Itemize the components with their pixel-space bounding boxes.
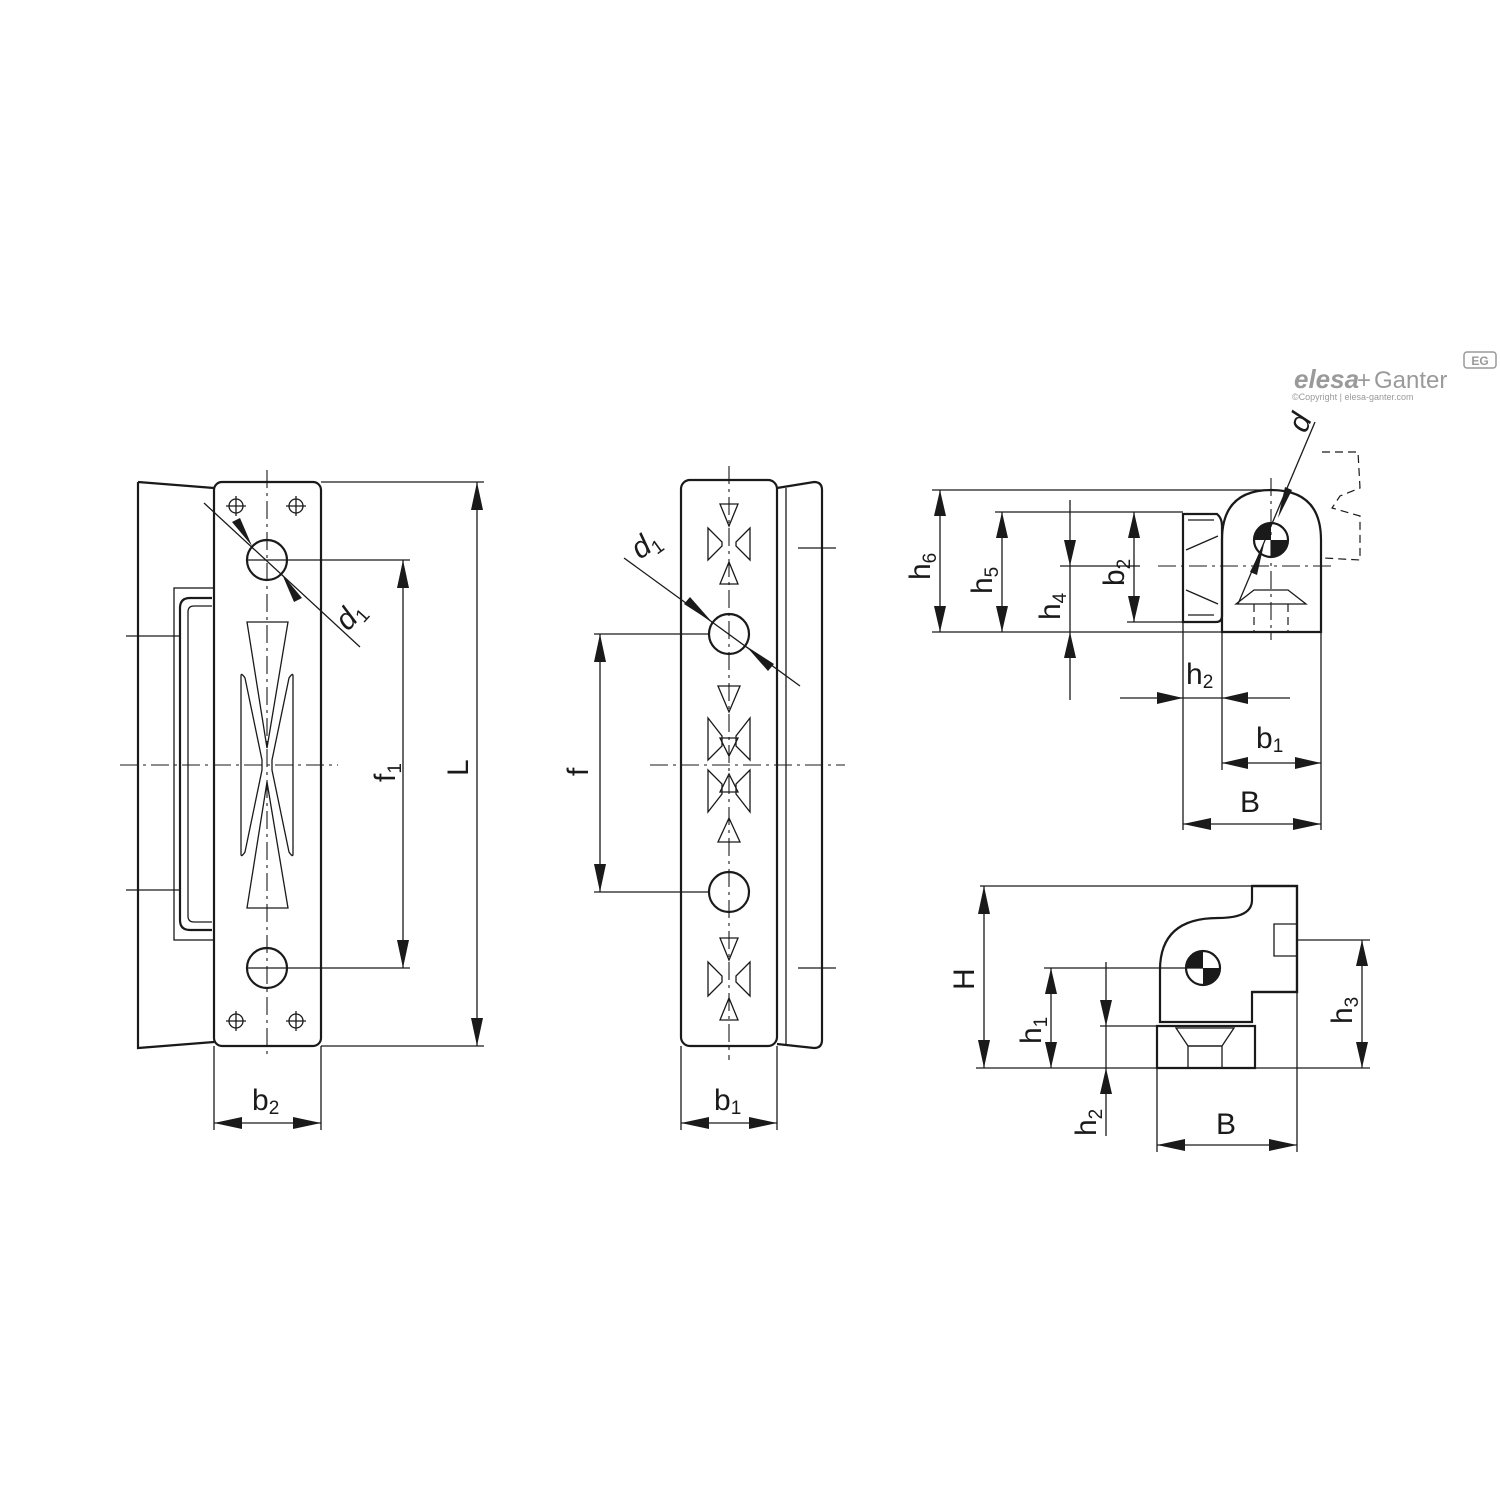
d1-label-view2: d1 xyxy=(625,523,669,569)
logo-ganter: Ganter xyxy=(1374,367,1447,394)
view-front-f1: d1 f1 L b2 xyxy=(120,470,484,1130)
b2-label-view1: b2 xyxy=(252,1084,279,1119)
handle-recess-inner xyxy=(178,596,212,932)
h4-label: h4 xyxy=(1034,592,1071,620)
h2-label-view3: h2 xyxy=(1186,658,1213,693)
copyright-text: ©Copyright | elesa-ganter.com xyxy=(1292,392,1414,402)
view-section: H h1 h2 h3 B xyxy=(948,884,1370,1152)
handle-recess-edge xyxy=(187,605,212,923)
d-label: d xyxy=(1282,408,1319,437)
cross-pattern xyxy=(707,503,751,1021)
L-label: L xyxy=(442,759,475,776)
f1-label: f1 xyxy=(369,763,406,782)
d1-arrow-lower xyxy=(282,574,302,602)
b1-label-view2: b1 xyxy=(714,1084,741,1119)
h5-label: h5 xyxy=(966,567,1003,594)
d1-label-view1: d1 xyxy=(329,594,375,639)
H-label: H xyxy=(948,968,981,990)
b2-label-view3: b2 xyxy=(1098,559,1135,586)
bowtie-pattern xyxy=(240,621,294,909)
h1-label: h1 xyxy=(1015,1017,1052,1044)
section-knuckle xyxy=(1158,884,1299,1024)
d1-arrow-upper xyxy=(232,518,252,546)
b1-label-view3: b1 xyxy=(1256,722,1283,757)
side-left-block xyxy=(1181,512,1224,624)
section-base xyxy=(1155,1024,1257,1070)
logo-plus: + xyxy=(1357,367,1371,394)
eg-badge-frame xyxy=(1463,351,1497,369)
screw-holes xyxy=(226,496,306,1031)
side-hidden-wing xyxy=(1322,451,1361,561)
h6-label: h6 xyxy=(904,553,941,580)
view-side-top: d h6 h5 h4 b2 h2 b1 xyxy=(904,408,1361,830)
f-label: f xyxy=(562,767,595,776)
view-front-f: d1 f b1 xyxy=(562,466,845,1130)
brand-logo: EG elesa + Ganter ©Copyright | elesa-gan… xyxy=(1292,351,1497,402)
rear-body-outline xyxy=(136,480,215,1050)
B-label-view4: B xyxy=(1216,1108,1236,1141)
h2-label-view4: h2 xyxy=(1070,1109,1107,1136)
h3-label: h3 xyxy=(1326,997,1363,1024)
d-dimension-line xyxy=(1237,421,1316,605)
side-countersink xyxy=(1234,589,1308,605)
eg-badge: EG xyxy=(1471,354,1488,368)
d1-dimension-line xyxy=(203,502,361,648)
logo-elesa: elesa xyxy=(1294,364,1359,394)
B-label-view3: B xyxy=(1240,786,1260,819)
